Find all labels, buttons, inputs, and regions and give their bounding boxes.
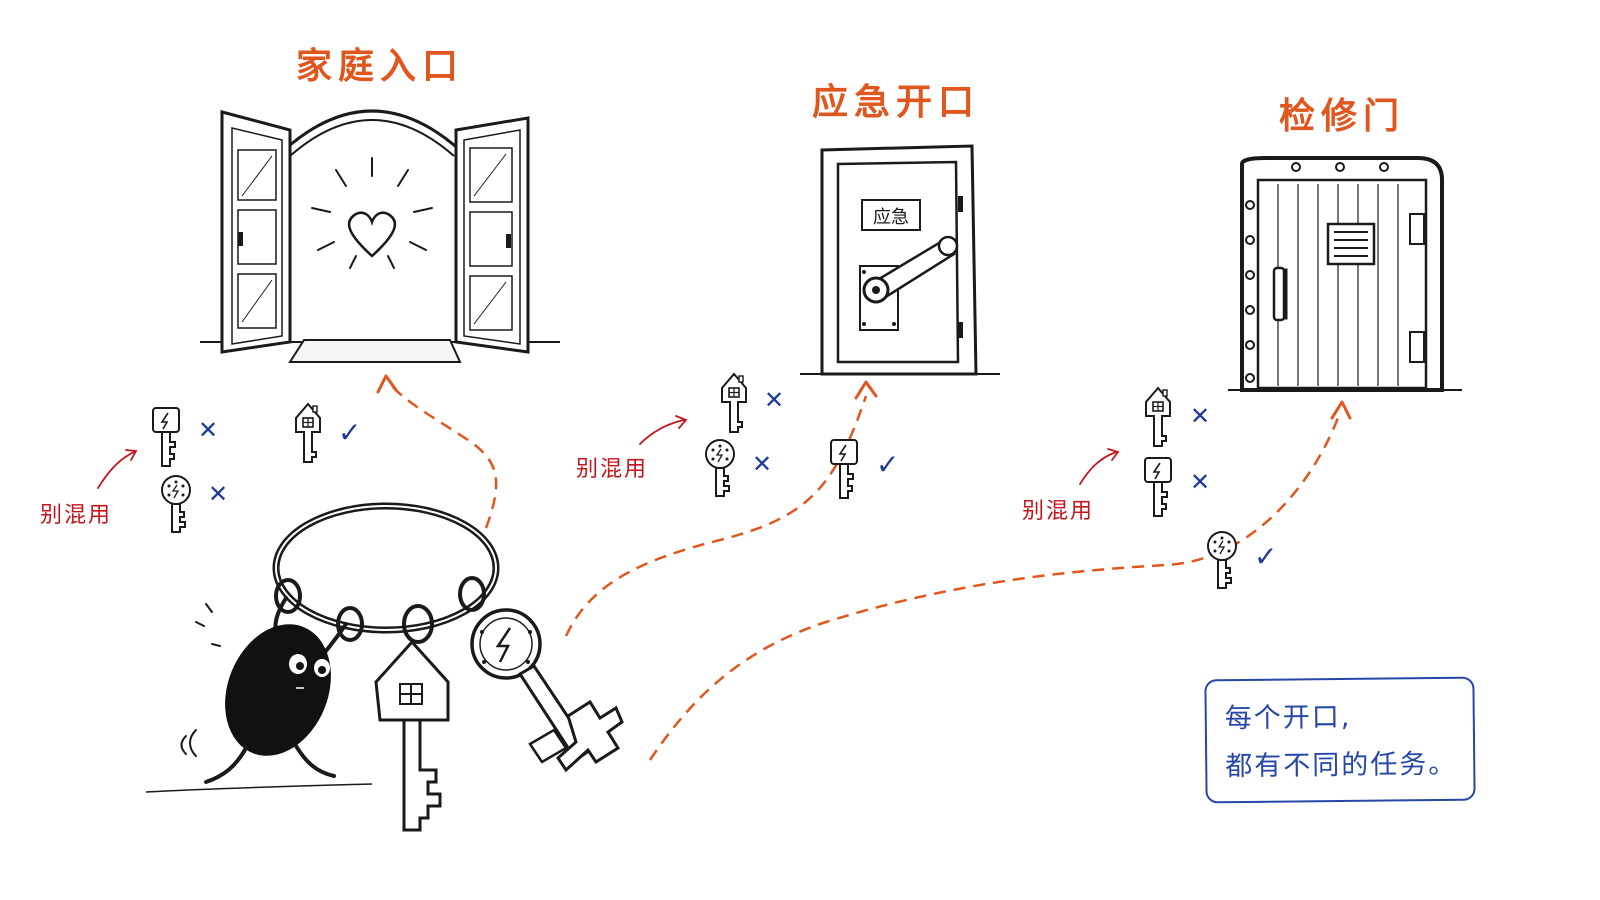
- path-to-maintenance-door: [648, 411, 1342, 761]
- bean-character: [145, 596, 373, 793]
- emergency-door-title: 应急开口: [812, 82, 980, 123]
- note-box: 每个开口, 都有不同的任务。: [1204, 676, 1476, 804]
- emergency-door: 应急: [800, 144, 1000, 376]
- wrong-mark: ✕: [752, 450, 772, 478]
- path-to-emergency-door: [564, 395, 868, 637]
- wrong-mark: ✕: [1190, 468, 1210, 496]
- note-line-1: 每个开口,: [1224, 701, 1352, 735]
- path-to-family-door: [389, 383, 498, 529]
- large-lightning-key-icon: [470, 608, 624, 773]
- maintenance-door: [1228, 156, 1462, 392]
- maintenance-door-title: 检修门: [1279, 96, 1405, 137]
- warning-label-family: 别混用: [40, 503, 112, 528]
- large-house-key-icon: [374, 639, 450, 832]
- key-paths: [389, 383, 1342, 761]
- note-line-2: 都有不同的任务。: [1225, 748, 1458, 783]
- check-mark: ✓: [338, 416, 361, 449]
- family-entrance-door: [200, 109, 560, 363]
- house-key-icon: [721, 373, 747, 433]
- house-key-icon: [1145, 387, 1171, 447]
- heart-icon: [347, 211, 397, 258]
- wrong-mark: ✕: [764, 386, 784, 414]
- family-door-title: 家庭入口: [296, 46, 464, 87]
- dotted-key-icon: [161, 475, 191, 533]
- check-mark: ✓: [1254, 540, 1277, 573]
- dotted-key-icon: [705, 439, 735, 497]
- wrong-mark: ✕: [208, 480, 228, 508]
- key-ring: [272, 502, 500, 644]
- warning-arrows: [97, 415, 1120, 489]
- lightning-key-icon: [152, 407, 180, 467]
- warning-label-maintenance: 别混用: [1022, 499, 1094, 524]
- wrong-mark: ✕: [1190, 402, 1210, 430]
- house-key-icon: [295, 403, 321, 463]
- dotted-key-icon: [1207, 531, 1237, 589]
- lightning-key-icon: [1144, 457, 1172, 517]
- warning-label-emergency: 别混用: [576, 457, 648, 482]
- wrong-mark: ✕: [198, 416, 218, 444]
- check-mark: ✓: [876, 448, 899, 481]
- emergency-sign: 应急: [873, 207, 909, 228]
